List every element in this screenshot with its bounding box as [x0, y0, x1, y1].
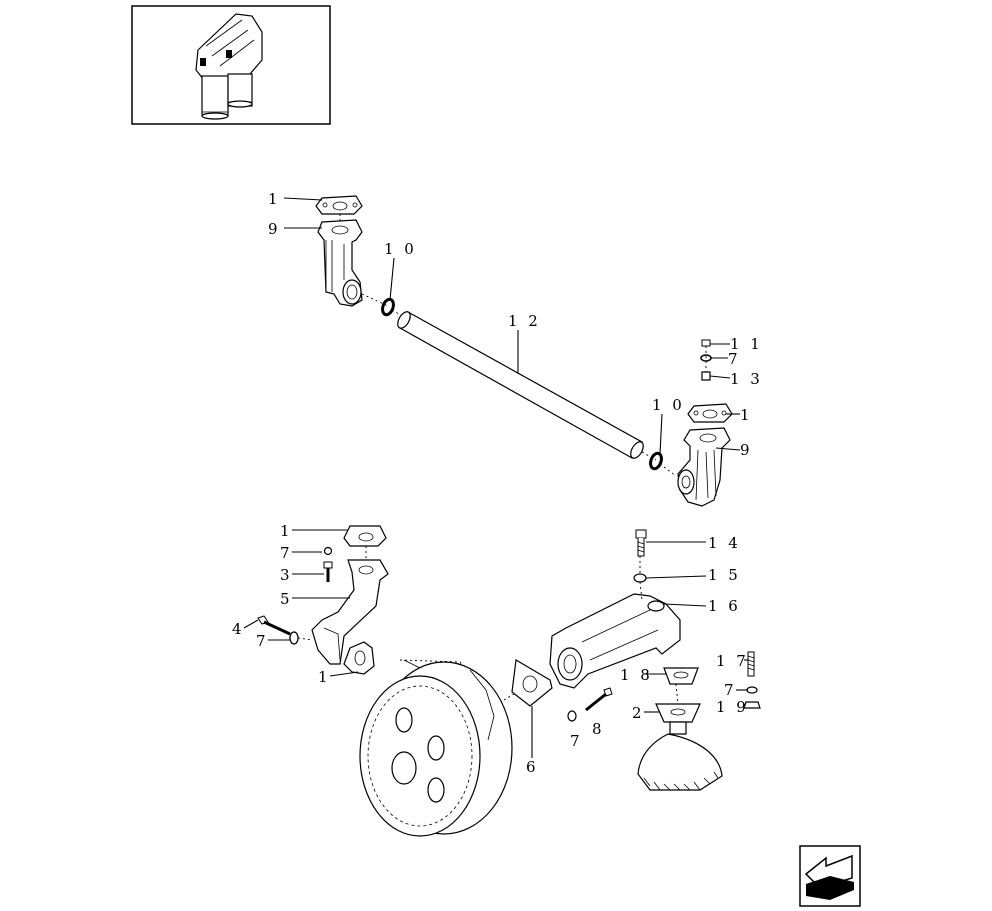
callout-10-right: 1 0	[652, 396, 685, 414]
callout-17: 1 7	[716, 652, 749, 670]
callout-16: 1 6	[708, 597, 741, 615]
callout-1-top-right: 1	[740, 406, 753, 424]
callout-7-bolt: 7	[256, 632, 269, 650]
callout-7-stud: 7	[724, 681, 737, 699]
callout-7-lower-left: 7	[280, 544, 293, 562]
gasket-6	[511, 659, 553, 707]
callout-6: 6	[526, 758, 539, 776]
o-ring-left	[381, 297, 395, 317]
callout-10-left: 1 0	[384, 240, 417, 258]
gasket-top-right	[687, 403, 733, 423]
washer-7-lower	[567, 710, 577, 722]
callout-4: 4	[232, 620, 245, 638]
fasteners-upper-right	[700, 339, 712, 381]
callout-12: 1 2	[508, 312, 541, 330]
callout-11: 1 1	[730, 335, 763, 353]
stud-17	[747, 651, 755, 677]
gear-wheel	[359, 659, 513, 837]
callout-1-lower: 1	[280, 522, 293, 540]
transfer-pipe	[397, 311, 644, 459]
callout-19: 1 9	[716, 698, 749, 716]
nut-19	[743, 701, 761, 709]
filter-assembly-thumbnail[interactable]	[131, 5, 331, 125]
callout-9-top-left: 9	[268, 220, 281, 238]
gasket-top-left	[315, 195, 363, 215]
gasket-2-strainer	[637, 703, 723, 791]
callout-labels: 1 9 1 0 1 2 1 1 7 1 3 1 0 1 9 1 7 3 5 4 …	[232, 190, 763, 776]
callout-2: 2	[632, 704, 645, 722]
gasket-lower-side	[343, 641, 375, 675]
gasket-18	[663, 667, 699, 685]
pump-body-16	[549, 593, 681, 689]
callout-18: 1 8	[620, 666, 653, 684]
leader-lines	[243, 197, 748, 758]
gasket-lower-top	[343, 525, 387, 547]
callout-1-gasket: 1	[318, 668, 331, 686]
washer-15	[633, 573, 647, 583]
suction-pipe-5	[311, 559, 389, 665]
callout-7-upper: 7	[728, 350, 741, 368]
elbow-pipe-right	[677, 427, 731, 507]
callout-1-top-left: 1	[268, 190, 281, 208]
callout-8: 8	[592, 720, 605, 738]
elbow-pipe-left	[317, 219, 363, 307]
washer-lower-left	[323, 546, 333, 556]
callout-7-screw: 7	[570, 732, 583, 750]
callout-9-right: 9	[740, 441, 753, 459]
back-arrow-icon[interactable]	[799, 845, 861, 907]
washer-7-right	[746, 686, 758, 694]
bolt-14	[635, 529, 647, 557]
callout-5: 5	[280, 590, 293, 608]
bolt-lower-left-vertical	[323, 561, 333, 582]
callout-14: 1 4	[708, 534, 741, 552]
o-ring-right	[649, 451, 663, 471]
callout-13: 1 3	[730, 370, 763, 388]
callout-3: 3	[280, 566, 293, 584]
screw-8	[585, 687, 613, 712]
callout-15: 1 5	[708, 566, 741, 584]
